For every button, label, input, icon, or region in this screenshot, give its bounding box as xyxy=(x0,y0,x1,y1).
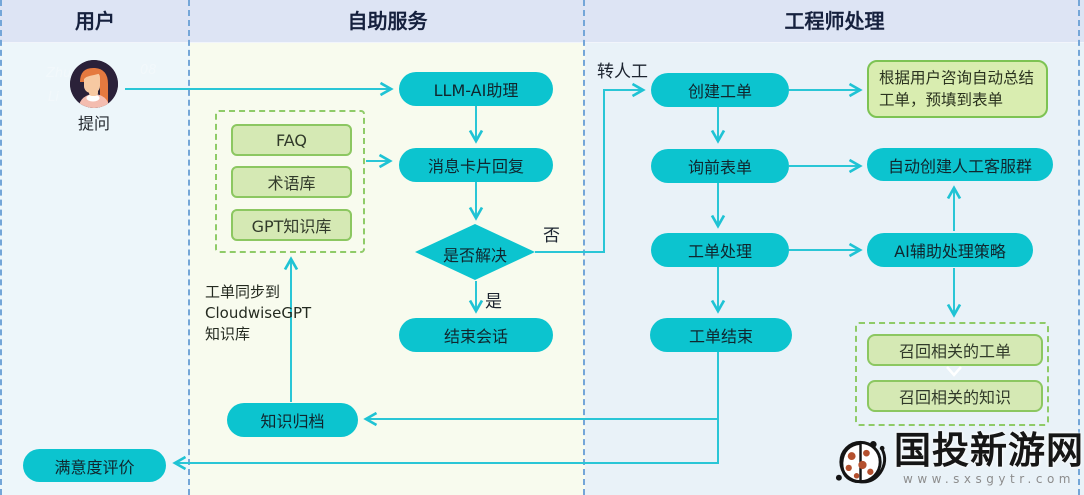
lane-header-band xyxy=(0,0,1084,43)
user-avatar xyxy=(70,60,118,108)
sync-note-label: 工单同步到 CloudwiseGPT 知识库 xyxy=(205,283,312,343)
recall-chevron-down-icon xyxy=(946,366,962,377)
node-decision-solved: 是否解决 xyxy=(442,246,507,265)
node-message-card-reply: 消息卡片回复 xyxy=(399,148,553,182)
knowledge-sources-group xyxy=(215,110,365,253)
node-llm-ai-assistant: LLM-AI助理 xyxy=(399,72,553,106)
node-auto-summary-note: 根据用户咨询自动总结工单，预填到表单 xyxy=(867,60,1048,118)
site-watermark: 国投新游网 www.sxsgytr.com xyxy=(833,431,1084,495)
watermark-site-url: www.sxsgytr.com xyxy=(903,472,1075,486)
decision-diamond-shape xyxy=(415,224,535,280)
lane-title-engineer: 工程师处理 xyxy=(784,9,885,33)
lane-title-selfservice: 自助服务 xyxy=(347,9,428,33)
lane-divider-right-edge xyxy=(1078,0,1080,495)
ladybug-logo-icon xyxy=(835,440,887,484)
node-ai-assist-strategy: AI辅助处理策略 xyxy=(867,233,1033,267)
node-ticket-end: 工单结束 xyxy=(650,318,792,352)
node-recall-related-tickets: 召回相关的工单 xyxy=(867,334,1043,366)
lane-divider-selfservice-engineer xyxy=(583,0,585,495)
faint-watermark-08: 08 xyxy=(140,63,157,78)
faint-watermark-zhu: Zhu xyxy=(46,66,72,81)
node-pre-form: 询前表单 xyxy=(651,149,789,183)
edge-label-transfer-to-human: 转人工 xyxy=(597,62,648,82)
node-faq: FAQ xyxy=(231,124,352,156)
node-terminology-base: 术语库 xyxy=(231,166,352,198)
lane-divider-user-selfservice xyxy=(188,0,190,495)
recall-group xyxy=(855,322,1049,426)
node-end-session: 结束会话 xyxy=(399,318,553,352)
node-create-ticket: 创建工单 xyxy=(651,73,789,107)
node-satisfaction-review: 满意度评价 xyxy=(23,449,166,482)
woman-avatar-icon xyxy=(70,60,118,108)
node-auto-create-group: 自动创建人工客服群 xyxy=(867,148,1053,181)
faint-watermark-li: Li xyxy=(48,90,59,105)
watermark-site-name: 国投新游网 xyxy=(894,429,1084,472)
node-gpt-knowledge-base: GPT知识库 xyxy=(231,209,352,241)
edge-label-yes: 是 xyxy=(485,292,502,312)
node-knowledge-archive: 知识归档 xyxy=(227,403,358,437)
lane-title-user: 用户 xyxy=(75,9,115,33)
ask-label: 提问 xyxy=(77,114,110,133)
node-ticket-processing: 工单处理 xyxy=(651,233,789,267)
edge-label-no: 否 xyxy=(543,226,560,246)
lane-user-background xyxy=(0,43,190,495)
lane-divider-left-edge xyxy=(0,0,2,495)
node-recall-related-knowledge: 召回相关的知识 xyxy=(867,380,1043,412)
